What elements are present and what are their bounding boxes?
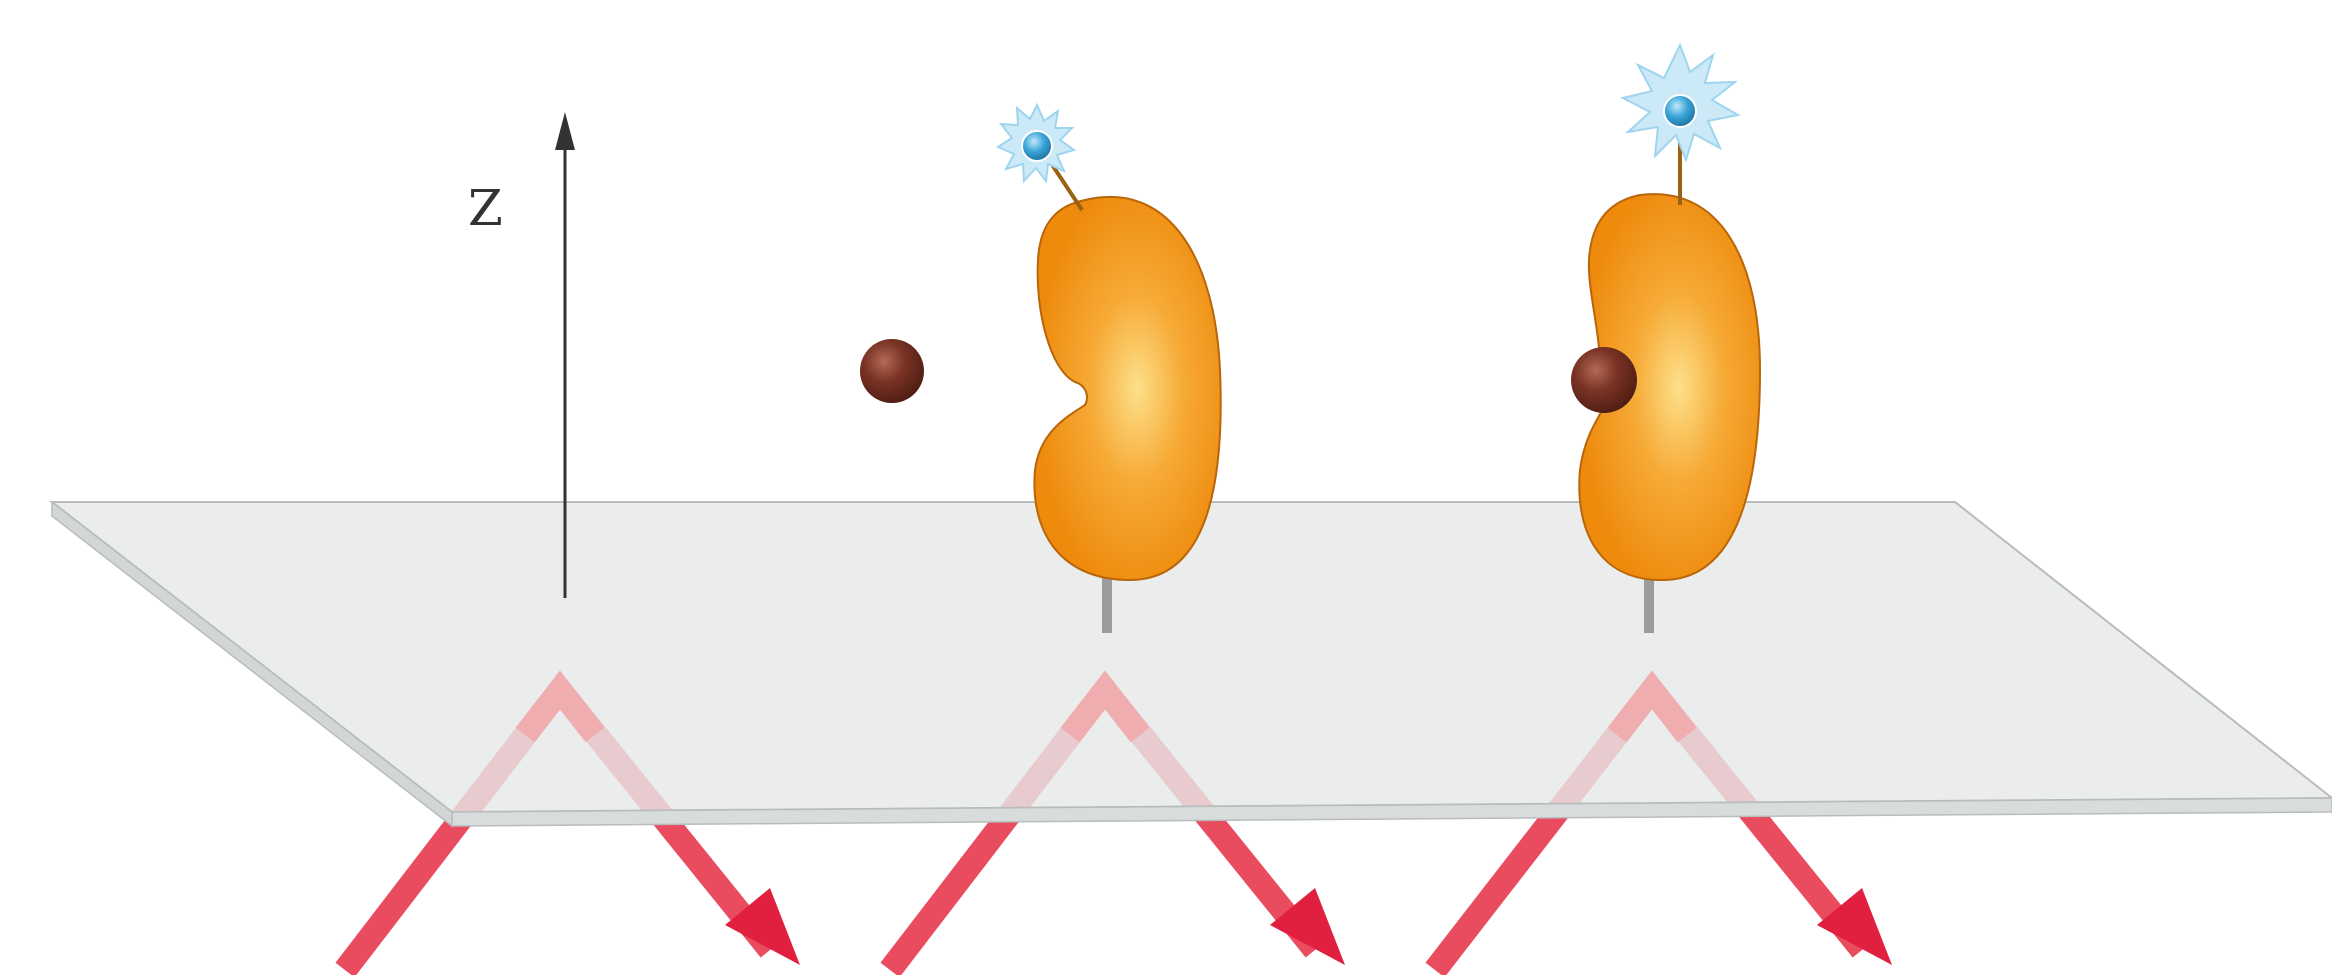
- protein-unbound: [1034, 197, 1220, 580]
- glass-slide: [52, 502, 2332, 826]
- fluorophore-2: [1623, 45, 1738, 205]
- tether-1: [1102, 575, 1112, 633]
- fluorophore-dot-icon: [1022, 131, 1052, 161]
- free-ligand: [860, 339, 924, 403]
- bound-ligand: [1571, 347, 1637, 413]
- z-axis-label: Z: [468, 179, 503, 237]
- axis-arrowhead-icon: [555, 112, 575, 150]
- fluorophore-1: [998, 105, 1082, 210]
- tether-2: [1644, 575, 1654, 633]
- fluorophore-dot-icon: [1664, 95, 1696, 127]
